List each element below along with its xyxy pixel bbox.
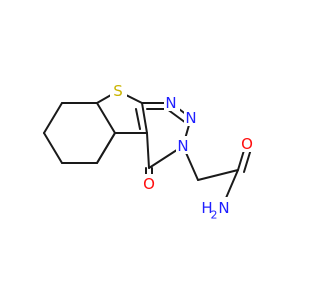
carbonyl-oxygen-label: O: [143, 175, 155, 193]
amide-oxygen-label-mask: [238, 134, 256, 152]
sulfur-label-mask: [110, 81, 127, 99]
bond-fused-double-outer: [96, 132, 116, 164]
bond-ch2-c-amide: [197, 169, 239, 181]
bond-c6-c1: [43, 102, 63, 134]
bond-c2-c3: [96, 102, 116, 134]
bond-thiophene-c-c-double-inner: [135, 108, 141, 130]
nitrogen-3-label-mask: [176, 136, 192, 154]
amide-nitrogen-label: N: [218, 199, 229, 217]
nitrogen-2-label: N: [185, 109, 196, 127]
carbonyl-oxygen-label-mask: [140, 174, 158, 192]
molecule-structure-diagram: S N N N O O H 2 N: [43, 81, 256, 222]
sulfur-label: S: [113, 82, 123, 100]
bond-amide-c-n: [225, 169, 239, 199]
amide-nitrogen-label-mask: [201, 197, 231, 219]
amide-hydrogen-label: H: [201, 199, 212, 217]
atom-labels: S N N N O O H 2 N: [110, 81, 256, 222]
amide-hydrogen-count-label: 2: [211, 209, 218, 222]
bond-carbonyl-fused: [146, 132, 150, 169]
nitrogen-3-label: N: [177, 137, 188, 155]
amide-oxygen-label: O: [241, 135, 253, 153]
bond-n1-n2-inner: [166, 108, 187, 124]
nitrogen-1-label: N: [165, 94, 176, 112]
nitrogen-1-label-mask: [164, 93, 180, 111]
bond-c5-c6: [43, 132, 63, 164]
bond-thiophene-c-c-double-outer: [141, 102, 148, 134]
nitrogen-2-label-mask: [184, 108, 200, 126]
bond-amide-c-o-right: [243, 148, 252, 173]
